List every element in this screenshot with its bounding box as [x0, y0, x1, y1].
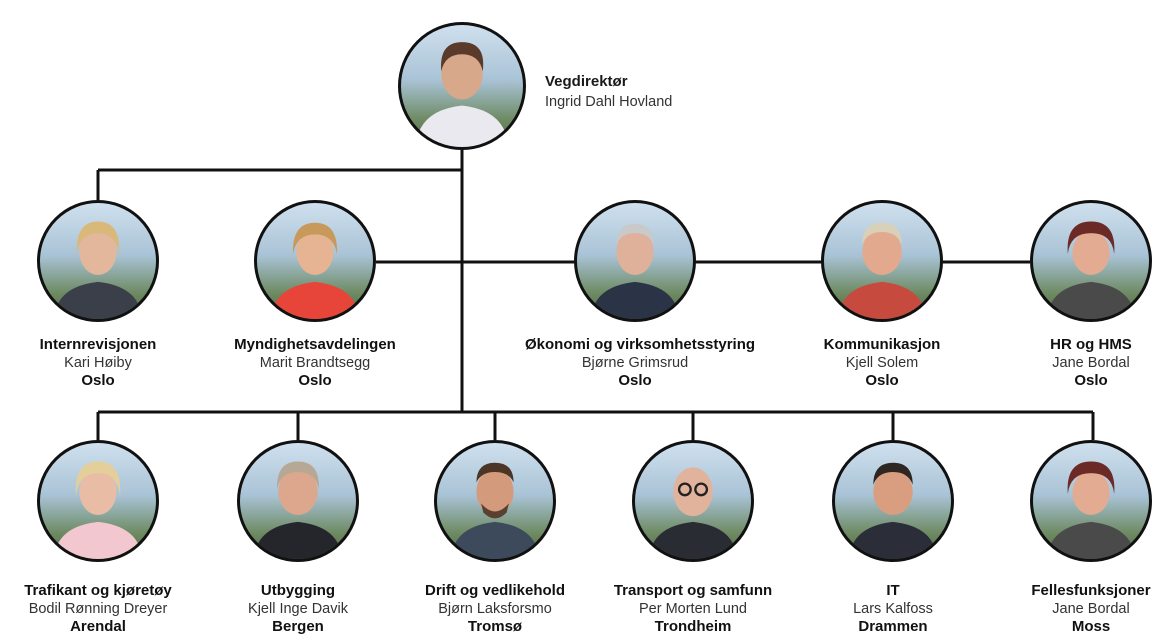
staff-photo-5	[1030, 200, 1152, 322]
division-name: Kjell Inge Davik	[248, 601, 348, 617]
staff-city: Oslo	[298, 372, 332, 389]
division-name: Per Morten Lund	[638, 601, 747, 617]
division-unit: Utbygging	[260, 582, 336, 599]
portrait-photo-icon	[53, 461, 143, 559]
portrait-photo-icon	[53, 221, 143, 319]
portrait-photo-icon	[270, 222, 360, 319]
division-photo-6	[1030, 440, 1152, 562]
portrait-photo-icon	[1046, 461, 1136, 559]
staff-name: Kjell Solem	[845, 355, 919, 371]
staff-city: Oslo	[1074, 372, 1108, 389]
division-city: Drammen	[858, 618, 928, 635]
director-unit: Vegdirektør	[545, 73, 628, 90]
division-unit: IT	[886, 582, 900, 599]
division-caption-2: Utbygging Kjell Inge Davik Bergen	[188, 582, 408, 636]
division-unit: Transport og samfunn	[613, 582, 773, 599]
division-caption-1: Trafikant og kjøretøy Bodil Rønning Drey…	[0, 582, 208, 636]
portrait-photo-icon	[415, 42, 509, 147]
division-caption-6: Fellesfunksjoner Jane Bordal Moss	[981, 582, 1171, 636]
staff-unit: HR og HMS	[1050, 336, 1132, 353]
portrait-photo-icon	[837, 222, 927, 319]
portrait-photo-icon	[1046, 221, 1136, 319]
director-caption: Vegdirektør Ingrid Dahl Hovland	[545, 72, 672, 112]
staff-caption-1: Internrevisjonen Kari Høiby Oslo	[0, 336, 208, 390]
staff-photo-4	[821, 200, 943, 322]
staff-name: Marit Brandtsegg	[259, 355, 371, 371]
division-photo-3	[434, 440, 556, 562]
portrait-photo-icon	[450, 462, 540, 559]
division-photo-5	[832, 440, 954, 562]
division-caption-3: Drift og vedlikehold Bjørn Laksforsmo Tr…	[385, 582, 605, 636]
director-name: Ingrid Dahl Hovland	[545, 94, 673, 110]
division-name: Bjørn Laksforsmo	[438, 601, 552, 617]
division-caption-5: IT Lars Kalfoss Drammen	[783, 582, 1003, 636]
staff-caption-5: HR og HMS Jane Bordal Oslo	[981, 336, 1171, 390]
staff-name: Kari Høiby	[64, 355, 132, 371]
staff-unit: Myndighetsavdelingen	[234, 336, 396, 353]
portrait-photo-icon	[590, 223, 680, 319]
staff-caption-3: Økonomi og virksomhetsstyring Bjørne Gri…	[525, 336, 756, 390]
division-caption-4: Transport og samfunn Per Morten Lund Tro…	[583, 582, 803, 636]
staff-unit: Kommunikasjon	[823, 336, 941, 353]
staff-caption-2: Myndighetsavdelingen Marit Brandtsegg Os…	[205, 336, 425, 390]
staff-name: Jane Bordal	[1052, 355, 1130, 371]
division-name: Jane Bordal	[1052, 601, 1130, 617]
division-unit: Fellesfunksjoner	[1031, 582, 1151, 599]
division-unit: Trafikant og kjøretøy	[24, 582, 172, 599]
staff-name: Bjørne Grimsrud	[581, 355, 689, 371]
division-unit: Drift og vedlikehold	[424, 582, 565, 599]
staff-city: Oslo	[865, 372, 899, 389]
staff-unit: Internrevisjonen	[39, 336, 157, 353]
division-photo-1	[37, 440, 159, 562]
portrait-photo-icon	[848, 462, 938, 559]
division-name: Bodil Rønning Dreyer	[28, 601, 168, 617]
staff-photo-3	[574, 200, 696, 322]
division-city: Bergen	[272, 618, 324, 635]
division-city: Arendal	[70, 618, 126, 635]
division-city: Moss	[1071, 618, 1111, 635]
director-photo	[398, 22, 526, 150]
staff-photo-1	[37, 200, 159, 322]
staff-caption-4: Kommunikasjon Kjell Solem Oslo	[772, 336, 992, 390]
portrait-photo-icon	[253, 461, 343, 559]
division-name: Lars Kalfoss	[853, 601, 933, 617]
staff-photo-2	[254, 200, 376, 322]
staff-unit: Økonomi og virksomhetsstyring	[525, 336, 756, 353]
division-photo-2	[237, 440, 359, 562]
division-city: Trondheim	[654, 618, 732, 635]
portrait-photo-icon	[648, 467, 738, 559]
division-city: Tromsø	[467, 618, 523, 635]
staff-city: Oslo	[618, 372, 652, 389]
staff-city: Oslo	[81, 372, 115, 389]
division-photo-4	[632, 440, 754, 562]
